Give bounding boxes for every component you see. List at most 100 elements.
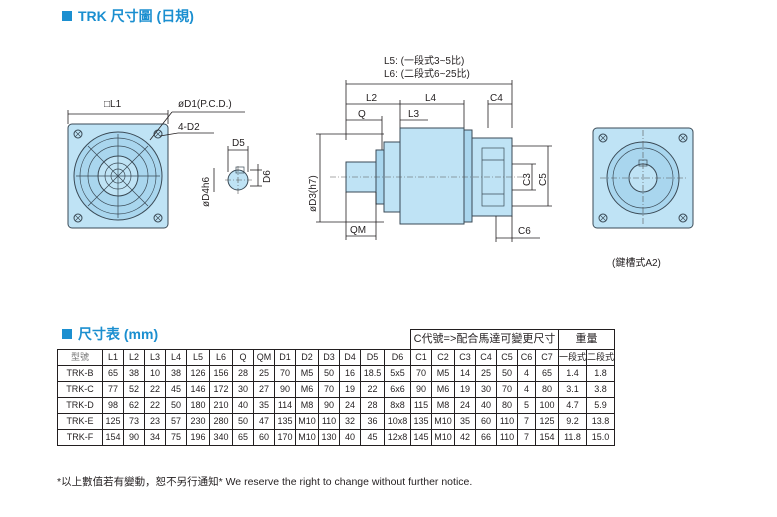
table-cell: 100 xyxy=(535,397,559,414)
table-cell: 5 xyxy=(517,397,536,414)
column-header: C1 xyxy=(410,349,432,366)
column-header: 型號 xyxy=(57,349,103,366)
table-cell: 25 xyxy=(475,365,497,382)
column-header: QM xyxy=(253,349,275,366)
table-cell: 15.0 xyxy=(586,429,616,446)
table-cell: 52 xyxy=(123,381,145,398)
table-cell: 114 xyxy=(274,397,296,414)
column-header: L1 xyxy=(102,349,124,366)
label-c6: C6 xyxy=(518,226,531,237)
table-cell: 22 xyxy=(144,381,166,398)
group-c-header: C代號=>配合馬達可變更尺寸 xyxy=(410,329,559,350)
column-header: D1 xyxy=(274,349,296,366)
table-cell: M8 xyxy=(431,397,455,414)
column-header: L2 xyxy=(123,349,145,366)
table-cell: 36 xyxy=(360,413,385,430)
table-cell: 7 xyxy=(517,413,536,430)
table-cell: 70 xyxy=(318,381,340,398)
table-cell: 38 xyxy=(123,365,145,382)
title-square-icon xyxy=(62,329,72,339)
table-cell: 27 xyxy=(253,381,275,398)
table-cell: 172 xyxy=(209,381,233,398)
table-cell: 16 xyxy=(339,365,361,382)
table-cell: 146 xyxy=(186,381,210,398)
table-cell: 110 xyxy=(496,429,518,446)
label-qm: QM xyxy=(350,225,366,236)
label-d6: D6 xyxy=(262,170,273,183)
table-cell: 154 xyxy=(102,429,124,446)
table-cell: 170 xyxy=(274,429,296,446)
table-cell: 30 xyxy=(232,381,254,398)
table-cell: 22 xyxy=(144,397,166,414)
table-cell: 115 xyxy=(410,397,432,414)
front-view-flange: □L1 øD1(P.C.D.) 4-D2 xyxy=(67,99,245,229)
gear-body xyxy=(399,127,465,225)
table-cell: 73 xyxy=(123,413,145,430)
table-section-title: 尺寸表 (mm) xyxy=(62,324,158,344)
side-view: L5: (一段式3~5比) L6: (二段式6~25比) L2 L4 C4 Q … xyxy=(308,54,552,242)
label-l6: L6: (二段式6~25比) xyxy=(384,67,470,80)
table-cell: 35 xyxy=(454,413,476,430)
drawing-section-title: TRK 尺寸圖 (日規) xyxy=(62,6,194,26)
column-header: C6 xyxy=(517,349,536,366)
table-cell: 62 xyxy=(123,397,145,414)
table-cell: 24 xyxy=(339,397,361,414)
label-d5: D5 xyxy=(232,138,245,149)
table-cell: 154 xyxy=(535,429,559,446)
column-header: L3 xyxy=(144,349,166,366)
table-cell: 40 xyxy=(339,429,361,446)
table-cell: 5x5 xyxy=(384,365,411,382)
table-cell: 90 xyxy=(318,397,340,414)
table-cell: M10 xyxy=(295,413,319,430)
table-cell: 42 xyxy=(454,429,476,446)
notice-text: *以上數值若有變動，恕不另行通知* We reserve the right t… xyxy=(57,476,473,488)
table-cell: 65 xyxy=(232,429,254,446)
label-l5: L5: (一段式3~5比) xyxy=(384,54,464,67)
table-cell: 80 xyxy=(535,381,559,398)
table-cell: 4 xyxy=(517,365,536,382)
table-cell: 19 xyxy=(339,381,361,398)
column-header: D3 xyxy=(318,349,340,366)
table-cell: 45 xyxy=(165,381,187,398)
table-cell: 6x6 xyxy=(384,381,411,398)
table-cell: 4 xyxy=(517,381,536,398)
table-cell: M10 xyxy=(431,413,455,430)
label-d3: øD3(h7) xyxy=(308,175,319,212)
column-header: D4 xyxy=(339,349,361,366)
table-title-text: 尺寸表 (mm) xyxy=(78,326,159,342)
table-cell: M5 xyxy=(431,365,455,382)
column-header: C5 xyxy=(496,349,518,366)
table-cell: 40 xyxy=(232,397,254,414)
table-cell: 38 xyxy=(165,365,187,382)
table-cell: 126 xyxy=(186,365,210,382)
table-cell: 50 xyxy=(232,413,254,430)
table-cell: 5.9 xyxy=(586,397,616,414)
table-cell: 125 xyxy=(102,413,124,430)
table-cell: 13.8 xyxy=(586,413,616,430)
table-cell: M6 xyxy=(295,381,319,398)
table-cell: 75 xyxy=(165,429,187,446)
rear-view-keyway: (鍵槽式A2) xyxy=(592,127,694,269)
table-cell: 1.4 xyxy=(557,365,588,382)
table-group-row: C代號=>配合馬達可變更尺寸 重量 xyxy=(58,329,616,350)
column-header: D6 xyxy=(384,349,411,366)
label-l3: L3 xyxy=(408,109,420,120)
table-cell: 65 xyxy=(102,365,124,382)
title-square-icon xyxy=(62,11,72,21)
label-d4: øD4h6 xyxy=(201,177,212,207)
table-cell: 130 xyxy=(318,429,340,446)
table-cell: 50 xyxy=(496,365,518,382)
table-cell: 14 xyxy=(454,365,476,382)
table-cell: 12x8 xyxy=(384,429,411,446)
table-cell: 145 xyxy=(410,429,432,446)
label-q: Q xyxy=(358,109,366,120)
table-cell: M10 xyxy=(431,429,455,446)
table-cell: 3.8 xyxy=(586,381,616,398)
table-cell: 98 xyxy=(102,397,124,414)
